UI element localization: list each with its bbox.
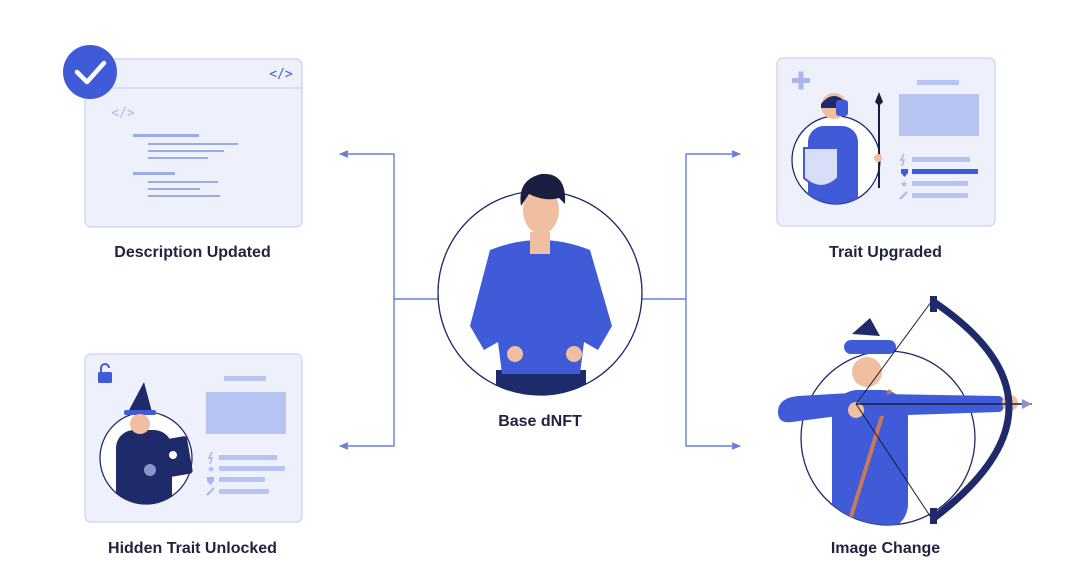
label-hidden-trait-unlocked: Hidden Trait Unlocked — [108, 540, 277, 557]
description-card: </> </> — [63, 45, 303, 228]
checkmark-badge — [63, 45, 117, 99]
knight-with-spear — [791, 92, 883, 205]
hidden-card: ★ — [84, 353, 303, 523]
connectors — [339, 150, 741, 450]
hidden-stat-rows: ★ — [206, 451, 285, 496]
plus-icon — [792, 71, 810, 90]
wizard — [99, 382, 193, 505]
label-base-dnft: Base dNFT — [498, 413, 582, 430]
trait-stat-rows: ★ — [899, 153, 978, 200]
label-image-change: Image Change — [830, 540, 941, 557]
connector-hidden — [339, 299, 395, 450]
code-lines — [133, 134, 238, 197]
connector-description — [339, 150, 438, 300]
code-brackets-icon-faint: </> — [111, 106, 135, 121]
lock-icon — [98, 363, 112, 383]
connector-trait — [642, 150, 741, 300]
base-dnft-avatar — [437, 173, 643, 396]
trait-card: ★ — [776, 57, 996, 227]
connector-image — [685, 299, 741, 450]
svg-text:★: ★ — [900, 180, 908, 190]
code-brackets-icon: </> — [269, 67, 293, 82]
archer-with-bow — [778, 296, 1032, 526]
label-description-updated: Description Updated — [114, 244, 271, 261]
label-trait-upgraded: Trait Upgraded — [829, 244, 942, 261]
svg-text:★: ★ — [207, 465, 215, 475]
